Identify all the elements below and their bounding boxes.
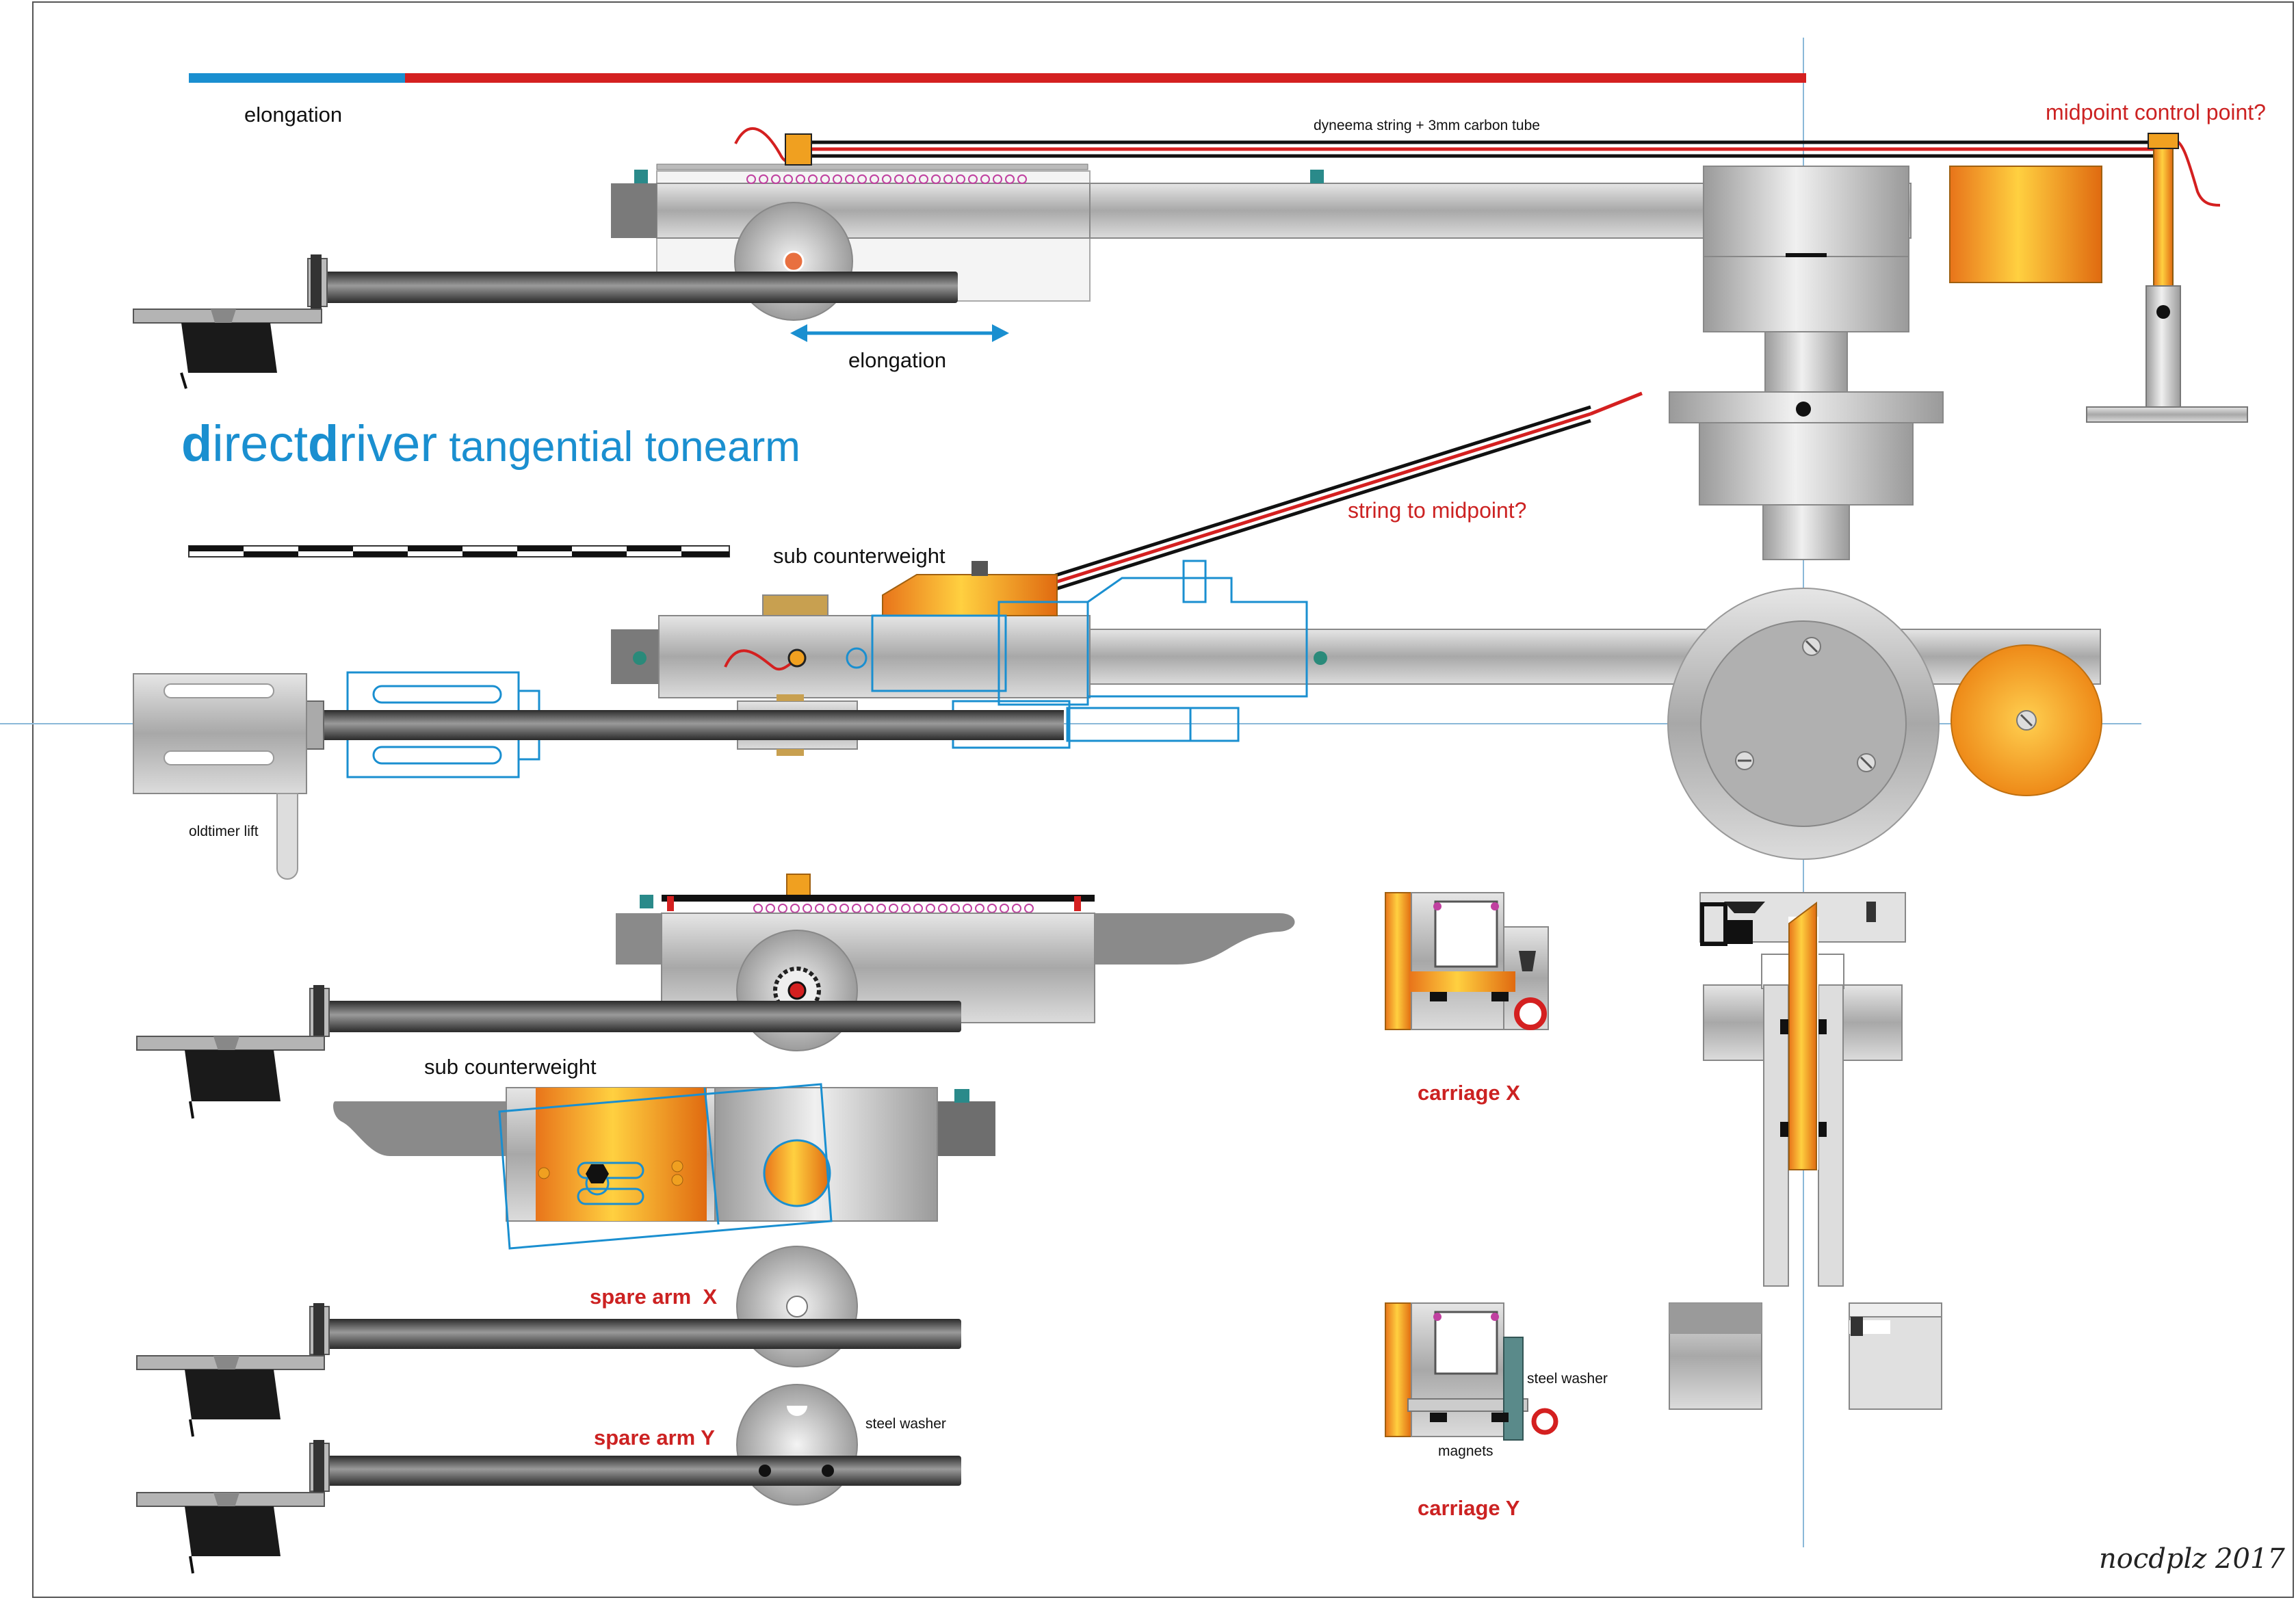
elongation-bar-blue: [189, 73, 405, 83]
elongation-bar-red: [405, 73, 1806, 83]
steel-washer-arm-label: steel washer: [865, 1416, 946, 1432]
bearing-balls-row: [746, 174, 1027, 184]
midpoint-control-post: [2086, 133, 2248, 423]
oldtimer-lift-label: oldtimer lift: [189, 824, 259, 839]
carriage-y-label: carriage Y: [1418, 1496, 1520, 1520]
carriage-x-label: carriage X: [1418, 1081, 1520, 1105]
elongation-top-label: elongation: [244, 103, 342, 127]
spare-arm-x-label: spare arm X: [590, 1285, 717, 1309]
midpoint-control-label: midpoint control point?: [2046, 100, 2266, 124]
spare-arm-y: [136, 1384, 961, 1574]
spare-arm-x: [136, 1246, 961, 1437]
top-arm-assembly: [133, 133, 2102, 560]
dyneema-string: [734, 127, 2221, 207]
elongation-arrow-label: elongation: [848, 348, 946, 372]
elongation-arrow: [790, 324, 1009, 342]
steel-washer-carriage-label: steel washer: [1527, 1371, 1608, 1387]
pivot-cross-section: [1669, 892, 1942, 1410]
sub-counterweight-label-1: sub counterweight: [773, 544, 945, 568]
lower-arm-assembly: [136, 874, 1295, 1119]
carriage-x-diagram: [1385, 892, 1549, 1030]
signature: nocdplz 2017: [2099, 1543, 2285, 1575]
spare-arm-y-label: spare arm Y: [594, 1426, 715, 1450]
dyneema-label: dyneema string + 3mm carbon tube: [1314, 118, 1540, 133]
middle-arm-assembly: [133, 391, 2102, 880]
sub-counterweight-label-2: sub counterweight: [424, 1055, 597, 1079]
string-to-midpoint-label: string to midpoint?: [1348, 498, 1526, 523]
page-title: directdriver tangential tonearm: [181, 415, 800, 472]
magnets-label: magnets: [1438, 1443, 1493, 1459]
scale-ruler: [188, 545, 730, 558]
sheet-border: [32, 1, 2294, 1598]
sub-counterweight-2-assembly: [333, 1083, 995, 1250]
carriage-y-diagram: [1385, 1302, 1558, 1441]
